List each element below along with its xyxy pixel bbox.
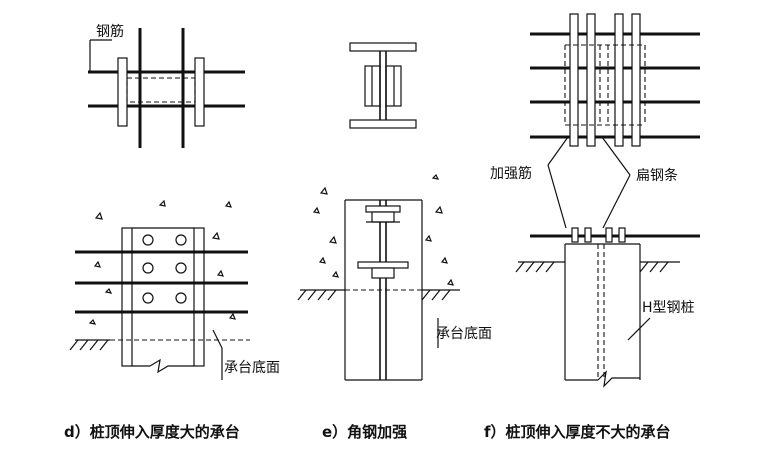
cap-bottom-label-d: 承台底面 bbox=[224, 360, 280, 376]
rebar-label: 钢筋 bbox=[96, 23, 124, 40]
cap-bottom-label-e: 承台底面 bbox=[436, 326, 492, 342]
panel-d-plan-view bbox=[88, 28, 245, 148]
caption-f: f）桩顶伸入厚度不大的承台 bbox=[484, 423, 671, 441]
panel-d-section-view bbox=[69, 199, 250, 380]
panel-f-top-rebar bbox=[530, 13, 700, 147]
panel-e-h-section-plan bbox=[349, 42, 417, 129]
panel-f-callout-lines bbox=[547, 136, 631, 229]
caption-e: e）角钢加强 bbox=[322, 423, 407, 441]
panel-f-section-view bbox=[515, 227, 700, 388]
panel-e-section-view bbox=[297, 173, 460, 381]
flat-steel-label: 扁钢条 bbox=[636, 167, 678, 184]
stiffener-label: 加强筋 bbox=[490, 165, 532, 182]
h-pile-label: H型钢桩 bbox=[642, 299, 695, 316]
caption-d: d）桩顶伸入厚度大的承台 bbox=[64, 423, 240, 441]
